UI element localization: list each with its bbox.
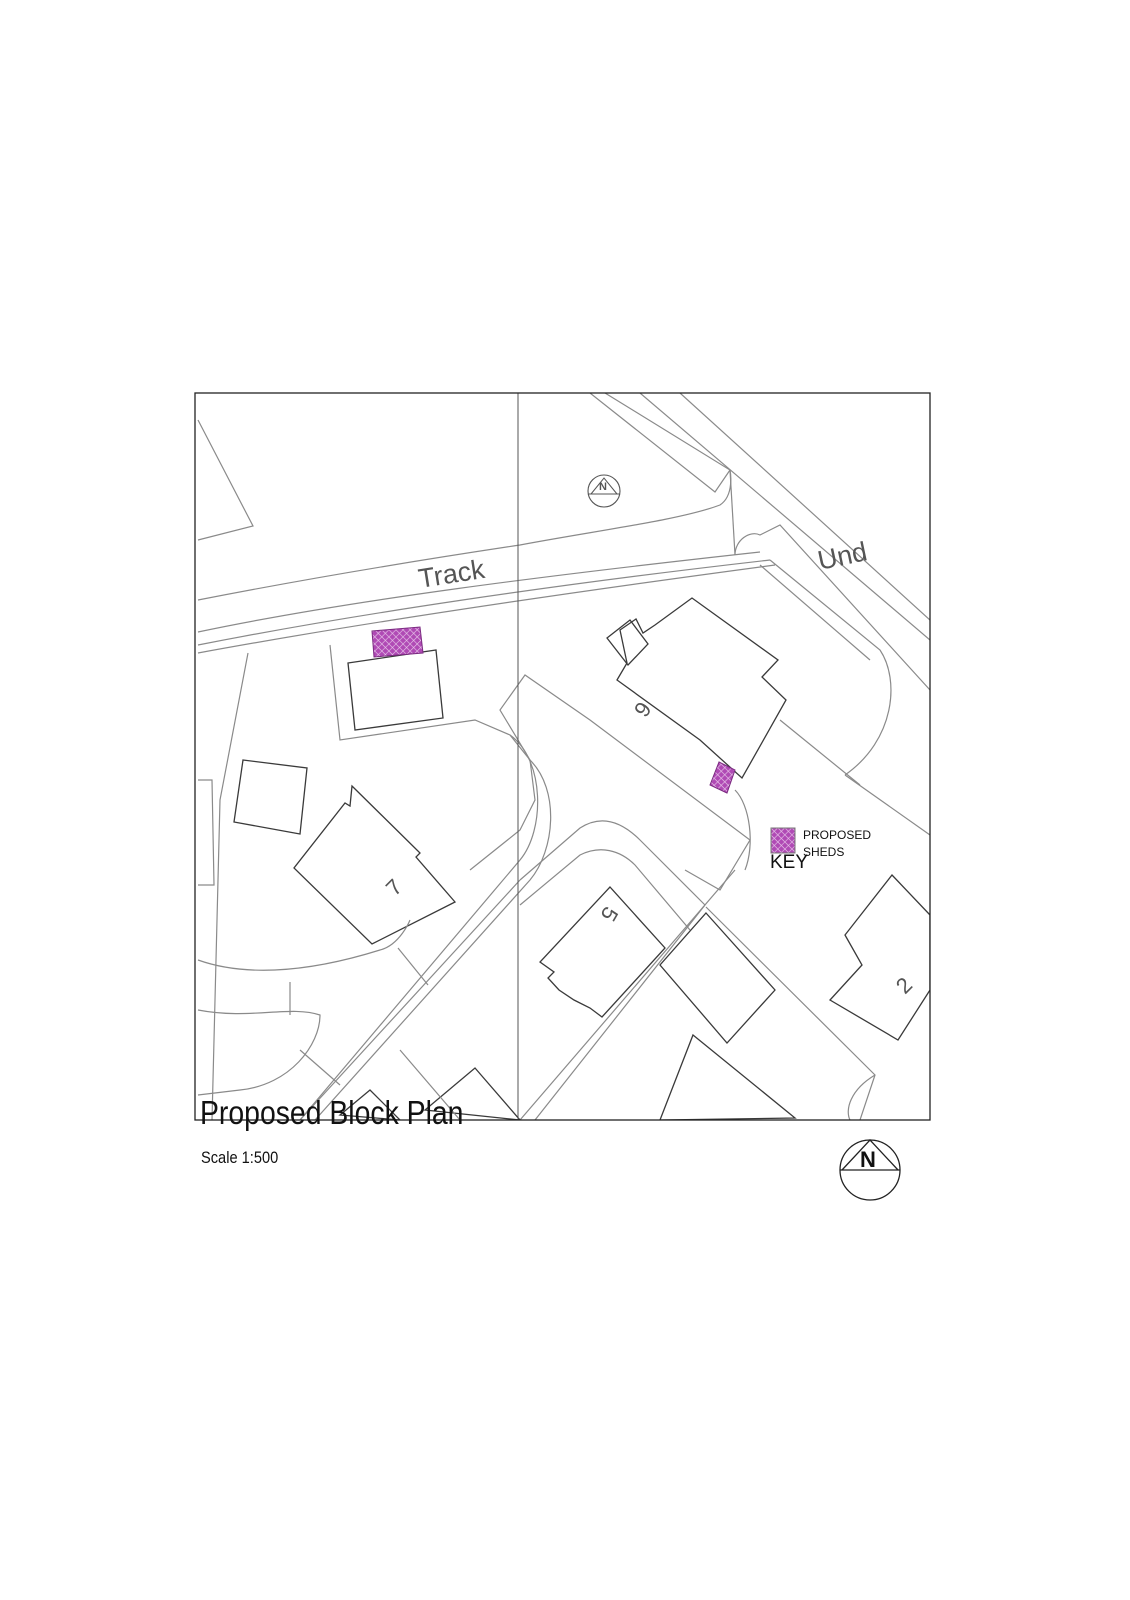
proposed-shed: [709, 761, 736, 794]
house-number-7: 7: [381, 874, 407, 900]
proposed-shed: [371, 626, 424, 658]
map-frame: [194, 392, 931, 1121]
key-label-line1: PROPOSED: [803, 828, 871, 842]
north-arrow-icon: [839, 1139, 901, 1201]
key-label-line2: SHEDS: [803, 845, 844, 859]
house-number-5: 5: [596, 903, 624, 926]
map-north-symbol: [587, 474, 621, 508]
plan-title: Proposed Block Plan: [200, 1094, 464, 1131]
plan-scale: Scale 1:500: [201, 1148, 279, 1167]
house-number-2: 2: [891, 972, 917, 998]
north-letter: N: [860, 1147, 876, 1172]
key-heading: KEY: [770, 852, 808, 873]
key-shed-swatch: [770, 827, 796, 854]
map-linework: [197, 393, 930, 1120]
house-number-6: 6: [629, 697, 657, 721]
road-label-und: Und: [815, 536, 870, 576]
map-north-letter: N: [599, 481, 607, 493]
